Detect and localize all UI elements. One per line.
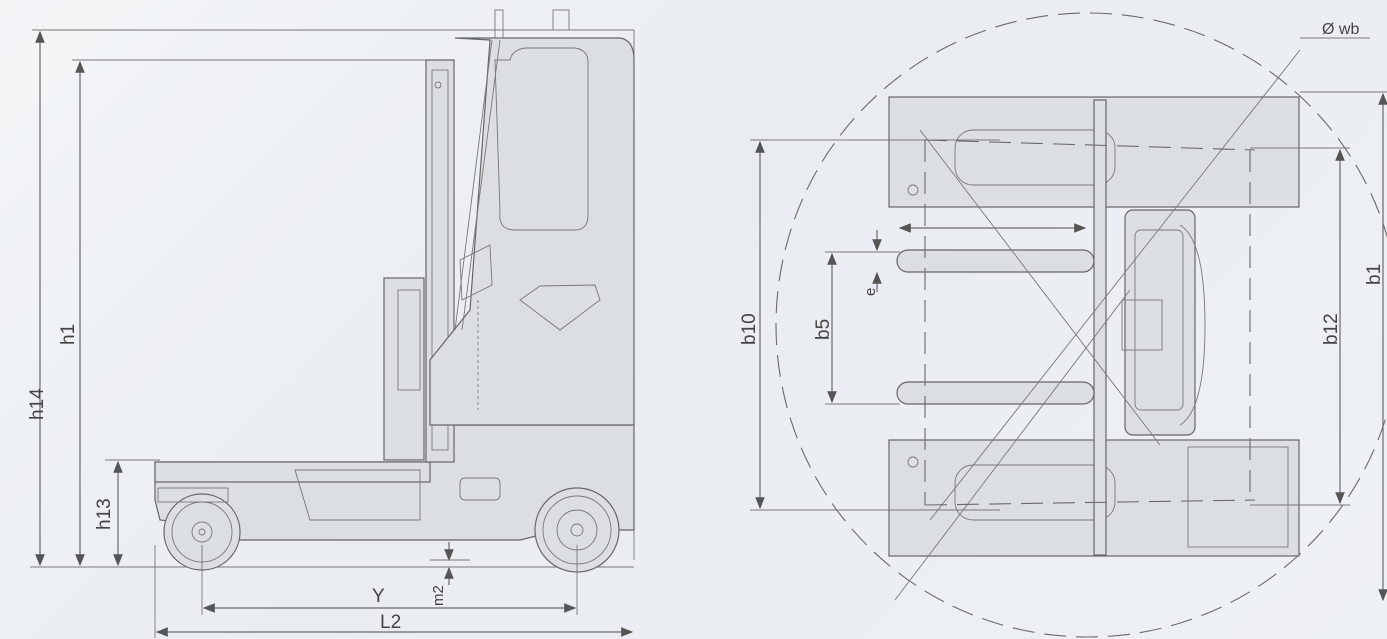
- label-b1: b1: [1364, 264, 1385, 285]
- label-wb: Ø wb: [1322, 21, 1359, 38]
- label-h1: h1: [58, 324, 79, 345]
- turning-circle: [775, 12, 1387, 638]
- label-Y: Y: [372, 586, 385, 607]
- label-b12: b12: [1321, 313, 1342, 345]
- label-e: e: [862, 288, 879, 296]
- fork-lower: [896, 381, 1095, 405]
- label-h13: h13: [94, 498, 115, 530]
- label-L2: L2: [380, 612, 401, 633]
- top-view: b10 b5 b12 b1 e Ø wb: [739, 12, 1387, 638]
- label-b5: b5: [813, 319, 834, 340]
- fork-upper: [896, 249, 1095, 273]
- side-view: h14 h1 h13 Y m2 L2: [27, 9, 635, 638]
- label-h14: h14: [27, 388, 48, 420]
- label-b10: b10: [739, 313, 760, 345]
- label-m2: m2: [430, 585, 447, 606]
